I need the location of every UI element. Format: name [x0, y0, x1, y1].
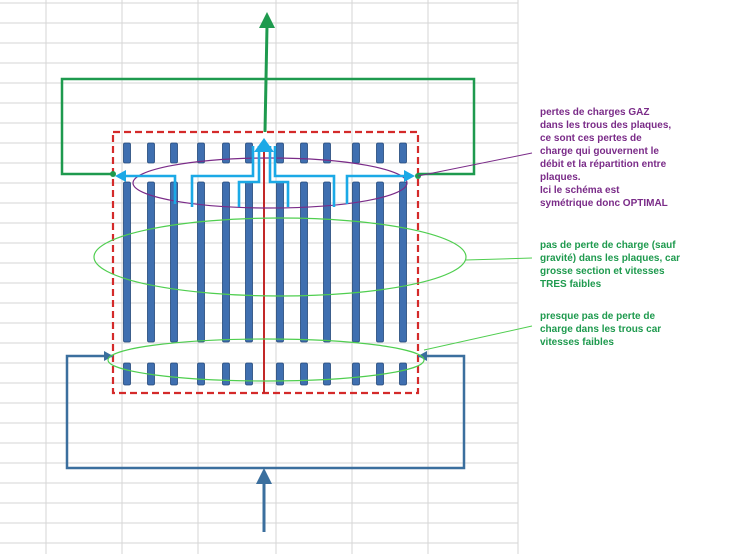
plate-body: [323, 181, 331, 343]
plate-body: [376, 181, 384, 343]
gas-outlet-arrowhead: [259, 12, 275, 28]
annotation-line: ce sont ces pertes de: [540, 133, 642, 144]
leader-line-plates: [465, 257, 533, 261]
plate-body: [147, 181, 155, 343]
annotation-line: gravité) dans les plaques, car: [540, 253, 681, 264]
plate-body: [399, 181, 407, 343]
plate-body: [352, 181, 360, 343]
gas-flow-arrowhead-center: [254, 138, 274, 152]
plate-body: [276, 181, 284, 343]
plate-body: [123, 181, 131, 343]
annotation-line: plaques.: [540, 172, 581, 183]
plate-top-hole: [245, 142, 253, 164]
plate-top-hole: [276, 142, 284, 164]
plate-bottom-hole: [222, 362, 230, 386]
plate-body: [245, 181, 253, 343]
annotation-gas-losses: pertes de charges GAZ dans les trous des…: [540, 106, 671, 210]
plate-top-hole: [147, 142, 155, 164]
plate-top-hole: [399, 142, 407, 164]
gas-outlet-pipe: [60, 77, 476, 176]
plate-body: [300, 181, 308, 343]
annotation-line: TRES faibles: [540, 279, 602, 290]
gas-pipe-junction-left: [110, 171, 116, 177]
plate-body: [222, 181, 230, 343]
plate-bottom-hole: [170, 362, 178, 386]
plate-top-hole: [376, 142, 384, 164]
plate-body: [170, 181, 178, 343]
annotation-line: charge dans les trous car: [540, 324, 662, 335]
liquid-inlet-feed-arrowhead: [256, 468, 272, 484]
gas-flow-arrowhead-right: [404, 170, 415, 182]
plate-top-hole: [170, 142, 178, 164]
annotation-line: grosse section et vitesses: [540, 266, 665, 277]
gas-flow-right: [268, 146, 407, 207]
plate-bottom-hole: [245, 362, 253, 386]
plate-bottom-hole: [123, 362, 131, 386]
plate-bottom-hole: [197, 362, 205, 386]
plate-top-hole: [123, 142, 131, 164]
plate-top-hole: [352, 142, 360, 164]
plate-bottom-hole: [323, 362, 331, 386]
annotation-line: symétrique donc OPTIMAL: [540, 198, 668, 209]
annotation-line: pertes de charges GAZ: [540, 107, 650, 118]
plate-body: [197, 181, 205, 343]
liquid-inlet-pipe: [65, 354, 466, 470]
annotation-line: débit et la répartition entre: [540, 159, 667, 170]
annotation-line: dans les trous des plaques,: [540, 120, 672, 131]
annotation-line: pas de perte de charge (sauf: [540, 240, 676, 251]
annotation-no-loss-plates: pas de perte de charge (sauf gravité) da…: [540, 239, 680, 291]
plate-top-hole: [222, 142, 230, 164]
annotation-low-loss-holes: presque pas de perte de charge dans les …: [540, 310, 661, 349]
exchanger-enclosure: [111, 130, 420, 395]
plate-top-hole: [197, 142, 205, 164]
plates-no-loss-zone: [93, 217, 467, 297]
plate-bottom-hole: [399, 362, 407, 386]
holes-low-loss-zone: [107, 338, 425, 382]
leader-line-gas: [417, 152, 533, 177]
annotation-line: Ici le schéma est: [540, 185, 620, 196]
gas-flow-arrowhead-left: [115, 170, 126, 182]
plate-bottom-hole: [276, 362, 284, 386]
plate-bottom-hole: [300, 362, 308, 386]
liquid-inlet-arrow-left: [104, 351, 113, 361]
gas-outlet-riser: [263, 25, 269, 133]
leader-line-holes: [423, 325, 533, 351]
annotation-line: vitesses faibles: [540, 337, 614, 348]
plate-top-hole: [300, 142, 308, 164]
gas-flow-left: [123, 146, 261, 207]
plate-bottom-hole: [352, 362, 360, 386]
liquid-inlet-arrow-right: [418, 351, 427, 361]
annotation-line: presque pas de perte de: [540, 311, 656, 322]
plate-top-hole: [323, 142, 331, 164]
annotation-line: charge qui gouvernent le: [540, 146, 659, 157]
plates-group: [123, 142, 407, 386]
